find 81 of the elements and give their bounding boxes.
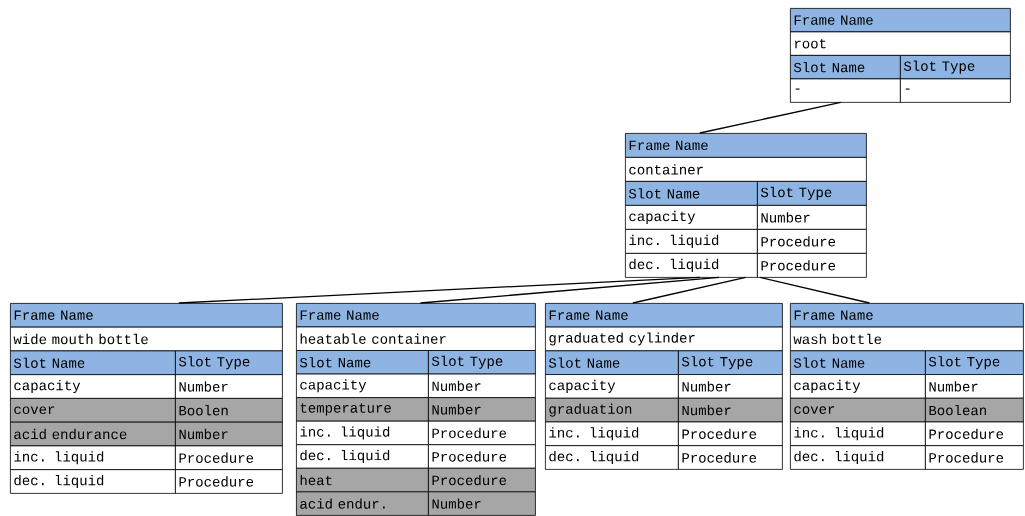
table-cell: Number [428,373,536,398]
frame-table [790,303,1024,470]
table-cell: graduated cylinder [545,326,783,352]
table-cell: capacity [790,374,926,399]
header-cell: Slot Name [790,55,901,80]
table-cell: wide mouth bottle [10,326,283,352]
connector-line [419,276,720,304]
table-cell: Number [757,205,867,230]
header-cell: Slot Type [757,181,867,206]
table-cell: Number [428,491,536,516]
header-cell: Slot Type [428,350,536,375]
table-cell: Boolen [175,398,283,423]
table-cell: acid endurance [10,421,176,447]
table-cell: Procedure [428,444,536,469]
table-cell: Procedure [428,420,536,446]
connector-line [632,276,747,304]
frame-table [296,303,536,516]
table-cell: Procedure [757,253,867,278]
table-cell: inc. liquid [790,421,926,447]
table-cell: dec. liquid [545,445,679,470]
header-cell: Frame Name [10,303,283,328]
table-cell: acid endur. [296,491,429,516]
header-cell: Frame Name [625,133,867,158]
table-cell: Number [175,421,283,447]
table-cell: cover [10,398,176,423]
table-cell: capacity [545,374,679,399]
table-cell: Procedure [757,229,867,254]
table-cell: inc. liquid [625,229,758,254]
table-cell: inc. liquid [10,445,176,471]
table-cell: inc. liquid [296,420,429,446]
table-cell: heat [296,467,429,493]
table-cell: dec. liquid [790,445,926,470]
table-cell: Procedure [925,445,1024,470]
header-cell: Slot Type [678,350,783,375]
connector-line [699,101,842,134]
table-cell: temperature [296,397,429,422]
header-cell: Slot Name [10,350,176,376]
header-cell: Frame Name [545,303,783,328]
header-cell: Slot Name [790,350,926,375]
frame-table [625,133,867,278]
table-cell: graduation [545,397,679,423]
frame-table [545,303,783,470]
connector-line [178,276,701,304]
table-cell: Boolean [925,397,1024,423]
header-cell: Slot Name [625,181,758,206]
table-cell: Number [678,397,783,423]
connector-line [759,276,870,304]
header-cell: Frame Name [790,303,1024,328]
table-cell: Procedure [678,421,783,447]
table-cell: Procedure [925,421,1024,447]
table-cell: Procedure [175,469,283,494]
table-cell: - [790,78,901,103]
table-cell: Number [678,374,783,399]
table-cell: root [790,31,1011,56]
table-cell: dec. liquid [10,469,176,494]
table-cell: capacity [625,205,758,230]
table-cell: Procedure [678,445,783,470]
table-cell: capacity [296,373,429,398]
table-cell: dec. liquid [296,444,429,469]
header-cell: Slot Type [925,350,1024,375]
table-cell: cover [790,397,926,423]
table-cell: - [900,78,1011,103]
header-cell: Slot Type [900,55,1011,80]
header-cell: Slot Name [545,350,679,375]
frame-table [10,303,283,494]
table-cell: dec. liquid [625,253,758,278]
header-cell: Frame Name [296,303,536,328]
header-cell: Slot Type [175,350,283,376]
table-cell: Number [175,374,283,399]
header-cell: Frame Name [790,8,1011,33]
table-cell: Number [428,397,536,422]
table-cell: Number [925,374,1024,399]
table-cell: container [625,157,867,182]
header-cell: Slot Name [296,350,429,375]
table-cell: Procedure [175,445,283,471]
table-cell: inc. liquid [545,421,679,447]
frame-table [790,8,1011,103]
table-cell: heatable container [296,326,536,351]
table-cell: Procedure [428,467,536,493]
table-cell: capacity [10,374,176,399]
table-cell: wash bottle [790,326,1024,352]
